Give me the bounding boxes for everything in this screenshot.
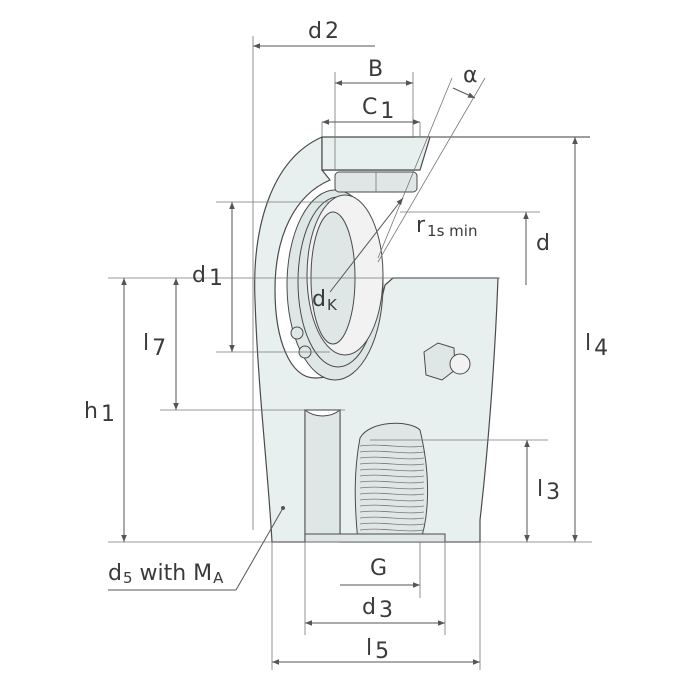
thread-line [359, 480, 425, 484]
thread-line [359, 492, 425, 496]
thread-line [359, 462, 425, 466]
thread-line [359, 456, 425, 460]
dimension-lines [108, 43, 578, 665]
thread-line [359, 504, 425, 508]
thread-line [359, 516, 425, 520]
label-B: B [368, 57, 383, 82]
thread-line [359, 498, 425, 502]
extension-lines [108, 36, 592, 670]
thread-line [359, 444, 425, 448]
thread-line [359, 486, 425, 490]
housing-top-bar [321, 136, 431, 171]
thread-lines [359, 444, 425, 532]
label-alpha: α [463, 63, 478, 88]
thread-line [359, 528, 425, 532]
grease-nipple-head [449, 353, 471, 375]
d5-pointer-dot [281, 506, 285, 510]
label-d: d [536, 231, 550, 256]
label-G: G [370, 556, 387, 581]
thread-line [359, 522, 425, 526]
thread-line [359, 474, 425, 478]
thread-line [359, 510, 425, 514]
shank-slot [304, 408, 341, 543]
thread-line [359, 450, 425, 454]
seal-ring-icon [290, 326, 304, 340]
label-dK: dK [312, 287, 338, 314]
label-d5-with-MA: d5 with MA [108, 561, 224, 587]
thread-line [359, 468, 425, 472]
base-plate [304, 533, 446, 543]
